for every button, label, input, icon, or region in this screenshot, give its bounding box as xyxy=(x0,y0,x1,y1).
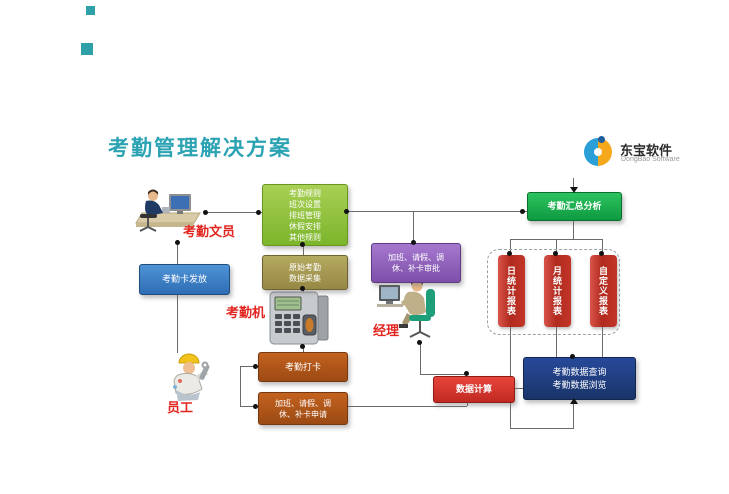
connector-dot xyxy=(203,210,208,215)
report-banner-label: 自定义报表 xyxy=(598,266,608,316)
company-logo: 东宝软件 DongBao Software xyxy=(580,134,710,174)
connector-dot xyxy=(520,209,525,214)
connector xyxy=(602,327,603,358)
connector xyxy=(240,366,258,367)
connector xyxy=(602,239,603,254)
connector-dot xyxy=(300,242,305,247)
apply-line: 休、补卡申请 xyxy=(279,409,327,419)
connector xyxy=(513,388,523,389)
clerk-label: 考勤文员 xyxy=(183,224,236,239)
rules-line: 休假安排 xyxy=(289,221,321,231)
reports-container: 日统计报表 月统计报表 自定义报表 xyxy=(487,249,620,335)
connector xyxy=(420,344,421,374)
report-banner-label: 日统计报表 xyxy=(506,266,516,316)
connector-dot xyxy=(253,364,258,369)
report-banner-daily: 日统计报表 xyxy=(498,255,525,327)
connector xyxy=(573,178,574,188)
logo-subtitle: DongBao Software xyxy=(621,156,680,163)
connector xyxy=(556,239,557,254)
decor-square xyxy=(86,6,95,15)
query-box: 考勤数据查询 考勤数据浏览 xyxy=(523,357,636,400)
rules-box: 考勤规则 班次设置 排班管理 休假安排 其他规则 xyxy=(262,184,348,246)
connector xyxy=(420,374,467,375)
connector xyxy=(303,345,304,353)
connector-dot xyxy=(570,354,575,359)
arrow-into-summary xyxy=(570,187,578,193)
connector xyxy=(573,219,574,239)
connector-dot xyxy=(300,344,305,349)
logo-figure-icon xyxy=(598,136,605,143)
connector-dot xyxy=(253,404,258,409)
connector xyxy=(346,211,527,212)
connector-dot xyxy=(417,340,422,345)
connector xyxy=(177,293,178,353)
approval-line: 加班、请假、调 xyxy=(388,253,444,262)
report-banner-custom: 自定义报表 xyxy=(590,255,617,327)
logo-circle-icon xyxy=(584,136,612,166)
calc-label: 数据计算 xyxy=(455,384,492,394)
connector xyxy=(467,401,468,406)
rules-line: 班次设置 xyxy=(289,199,321,209)
approval-line: 休、补卡审批 xyxy=(392,264,440,273)
connector-dot xyxy=(344,209,349,214)
connector xyxy=(413,211,414,243)
approval-box: 加班、请假、调 休、补卡审批 xyxy=(371,243,461,283)
summary-analysis-box: 考勤汇总分析 xyxy=(527,192,622,221)
connector-dot xyxy=(553,251,558,256)
report-banner-monthly: 月统计报表 xyxy=(544,255,571,327)
logo-name: 东宝软件 xyxy=(620,143,673,158)
connector-dot xyxy=(599,251,604,256)
decor-square xyxy=(81,43,93,55)
report-banner-label: 月统计报表 xyxy=(552,266,562,316)
connector-dot xyxy=(256,210,261,215)
clerk-illustration xyxy=(135,189,201,232)
employee-label: 员工 xyxy=(167,400,194,415)
connector xyxy=(177,242,178,264)
connector xyxy=(346,406,467,407)
collect-line: 数据采集 xyxy=(289,273,321,283)
connector xyxy=(573,403,574,428)
manager-label: 经理 xyxy=(373,323,400,338)
page-title: 考勤管理解决方案 xyxy=(108,137,292,160)
raw-data-collect-box: 原始考勤 数据采集 xyxy=(262,255,348,290)
connector xyxy=(240,406,258,407)
card-issue-box: 考勤卡发放 xyxy=(139,264,230,295)
query-line: 考勤数据查询 xyxy=(552,366,607,377)
rules-line: 其他规则 xyxy=(289,232,321,242)
rules-line: 排班管理 xyxy=(289,210,321,220)
connector xyxy=(206,212,262,213)
manager-illustration xyxy=(377,279,435,338)
connector-dot xyxy=(411,240,416,245)
arrow-into-query xyxy=(570,398,578,404)
collect-line: 原始考勤 xyxy=(289,262,321,272)
connector xyxy=(556,327,557,358)
apply-box: 加班、请假、调 休、补卡申请 xyxy=(258,392,348,425)
connector xyxy=(240,366,241,407)
connector xyxy=(303,244,304,255)
calc-box: 数据计算 xyxy=(433,376,515,403)
summary-label: 考勤汇总分析 xyxy=(547,201,602,211)
query-line: 考勤数据浏览 xyxy=(552,379,607,390)
connector-dot xyxy=(300,286,305,291)
punch-label: 考勤打卡 xyxy=(284,361,321,372)
punch-box: 考勤打卡 xyxy=(258,352,348,382)
rules-line: 考勤规则 xyxy=(289,188,321,198)
machine-label: 考勤机 xyxy=(226,305,266,320)
connector xyxy=(510,428,574,429)
connector-dot xyxy=(175,240,180,245)
apply-line: 加班、请假、调 xyxy=(275,398,331,408)
connector-dot xyxy=(507,251,512,256)
connector xyxy=(510,239,511,254)
card-label: 考勤卡发放 xyxy=(161,274,207,284)
employee-illustration xyxy=(173,353,210,401)
attendance-machine-illustration xyxy=(269,291,329,345)
connector-dot xyxy=(464,371,469,376)
